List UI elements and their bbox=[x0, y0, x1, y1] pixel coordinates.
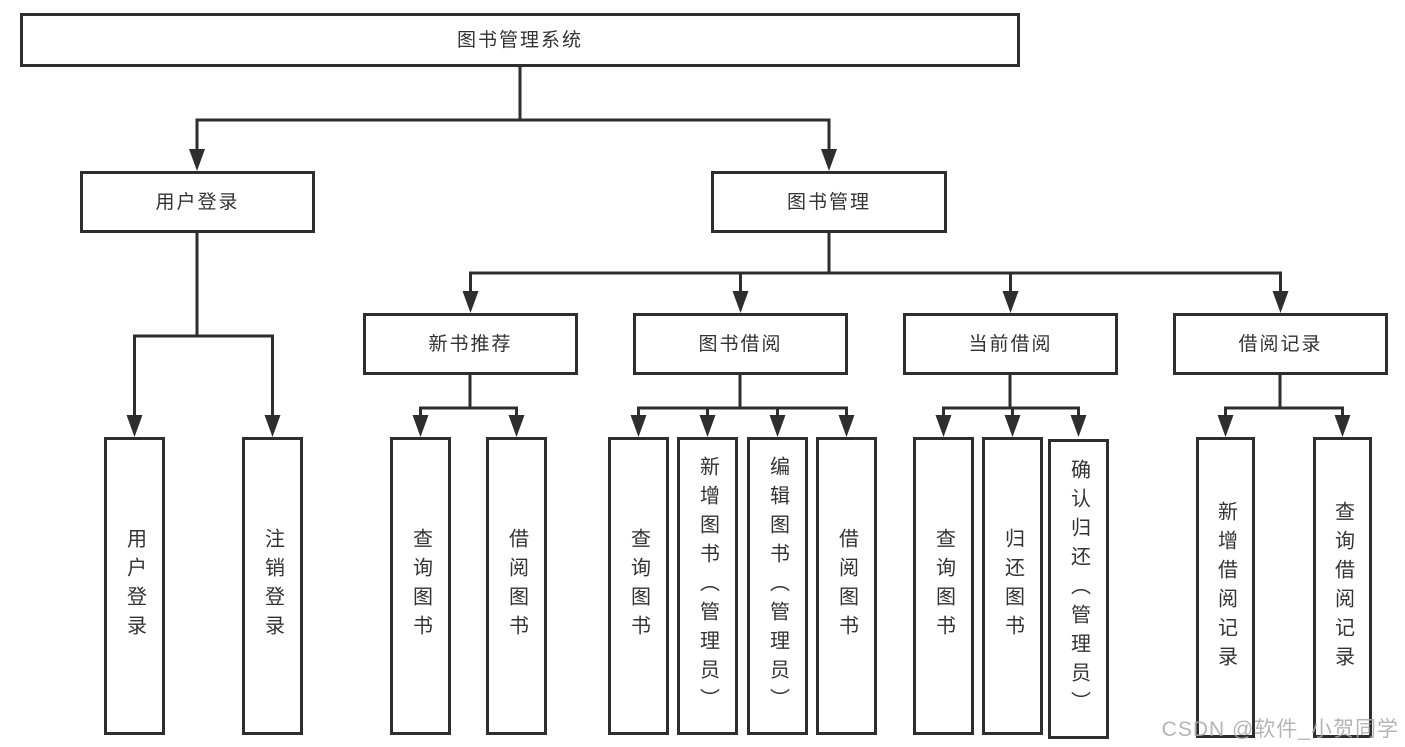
node-book-borrow: 图书借阅 bbox=[633, 313, 848, 375]
leaf-return-book: 归还图书 bbox=[982, 437, 1043, 735]
leaf-borrow-book-2-label: 借阅图书 bbox=[835, 528, 858, 644]
leaf-add-book-admin-label: 新增图书（管理员） bbox=[696, 455, 719, 717]
node-user-login-label: 用户登录 bbox=[155, 191, 240, 213]
node-borrow-record-label: 借阅记录 bbox=[1238, 333, 1323, 355]
leaf-query-book-2-label: 查询图书 bbox=[627, 528, 650, 644]
node-new-book-recommend: 新书推荐 bbox=[363, 313, 578, 375]
leaf-borrow-book-1: 借阅图书 bbox=[486, 437, 547, 735]
node-root-label: 图书管理系统 bbox=[456, 29, 583, 51]
node-root: 图书管理系统 bbox=[20, 13, 1020, 67]
leaf-query-book-3-label: 查询图书 bbox=[932, 528, 955, 644]
leaf-add-borrow-record-label: 新增借阅记录 bbox=[1214, 500, 1237, 675]
leaf-query-book-1-label: 查询图书 bbox=[409, 528, 432, 644]
leaf-query-book-1: 查询图书 bbox=[390, 437, 451, 735]
leaf-query-borrow-record: 查询借阅记录 bbox=[1313, 437, 1372, 738]
leaf-edit-book-admin-label: 编辑图书（管理员） bbox=[766, 455, 789, 717]
leaf-add-borrow-record: 新增借阅记录 bbox=[1196, 437, 1255, 738]
leaf-user-login-label: 用户登录 bbox=[123, 528, 146, 644]
node-borrow-record: 借阅记录 bbox=[1173, 313, 1388, 375]
leaf-user-login: 用户登录 bbox=[104, 437, 165, 735]
node-book-management: 图书管理 bbox=[711, 171, 947, 233]
leaf-query-book-2: 查询图书 bbox=[608, 437, 669, 735]
leaf-query-book-3: 查询图书 bbox=[913, 437, 974, 735]
node-book-management-label: 图书管理 bbox=[786, 191, 871, 213]
leaf-logout-label: 注销登录 bbox=[261, 528, 284, 644]
leaf-add-book-admin: 新增图书（管理员） bbox=[677, 437, 738, 735]
node-book-borrow-label: 图书借阅 bbox=[698, 333, 783, 355]
leaf-confirm-return-admin: 确认归还（管理员） bbox=[1048, 439, 1109, 739]
node-user-login: 用户登录 bbox=[80, 171, 315, 233]
leaf-borrow-book-2: 借阅图书 bbox=[816, 437, 877, 735]
node-new-book-recommend-label: 新书推荐 bbox=[428, 333, 513, 355]
watermark: CSDN @软件_小贺同学 bbox=[1161, 718, 1399, 741]
node-current-borrow: 当前借阅 bbox=[903, 313, 1118, 375]
leaf-query-borrow-record-label: 查询借阅记录 bbox=[1331, 500, 1354, 675]
leaf-edit-book-admin: 编辑图书（管理员） bbox=[747, 437, 808, 735]
leaf-logout: 注销登录 bbox=[242, 437, 303, 735]
leaf-borrow-book-1-label: 借阅图书 bbox=[505, 528, 528, 644]
leaf-confirm-return-admin-label: 确认归还（管理员） bbox=[1067, 458, 1090, 720]
node-current-borrow-label: 当前借阅 bbox=[968, 333, 1053, 355]
leaf-return-book-label: 归还图书 bbox=[1001, 528, 1024, 644]
